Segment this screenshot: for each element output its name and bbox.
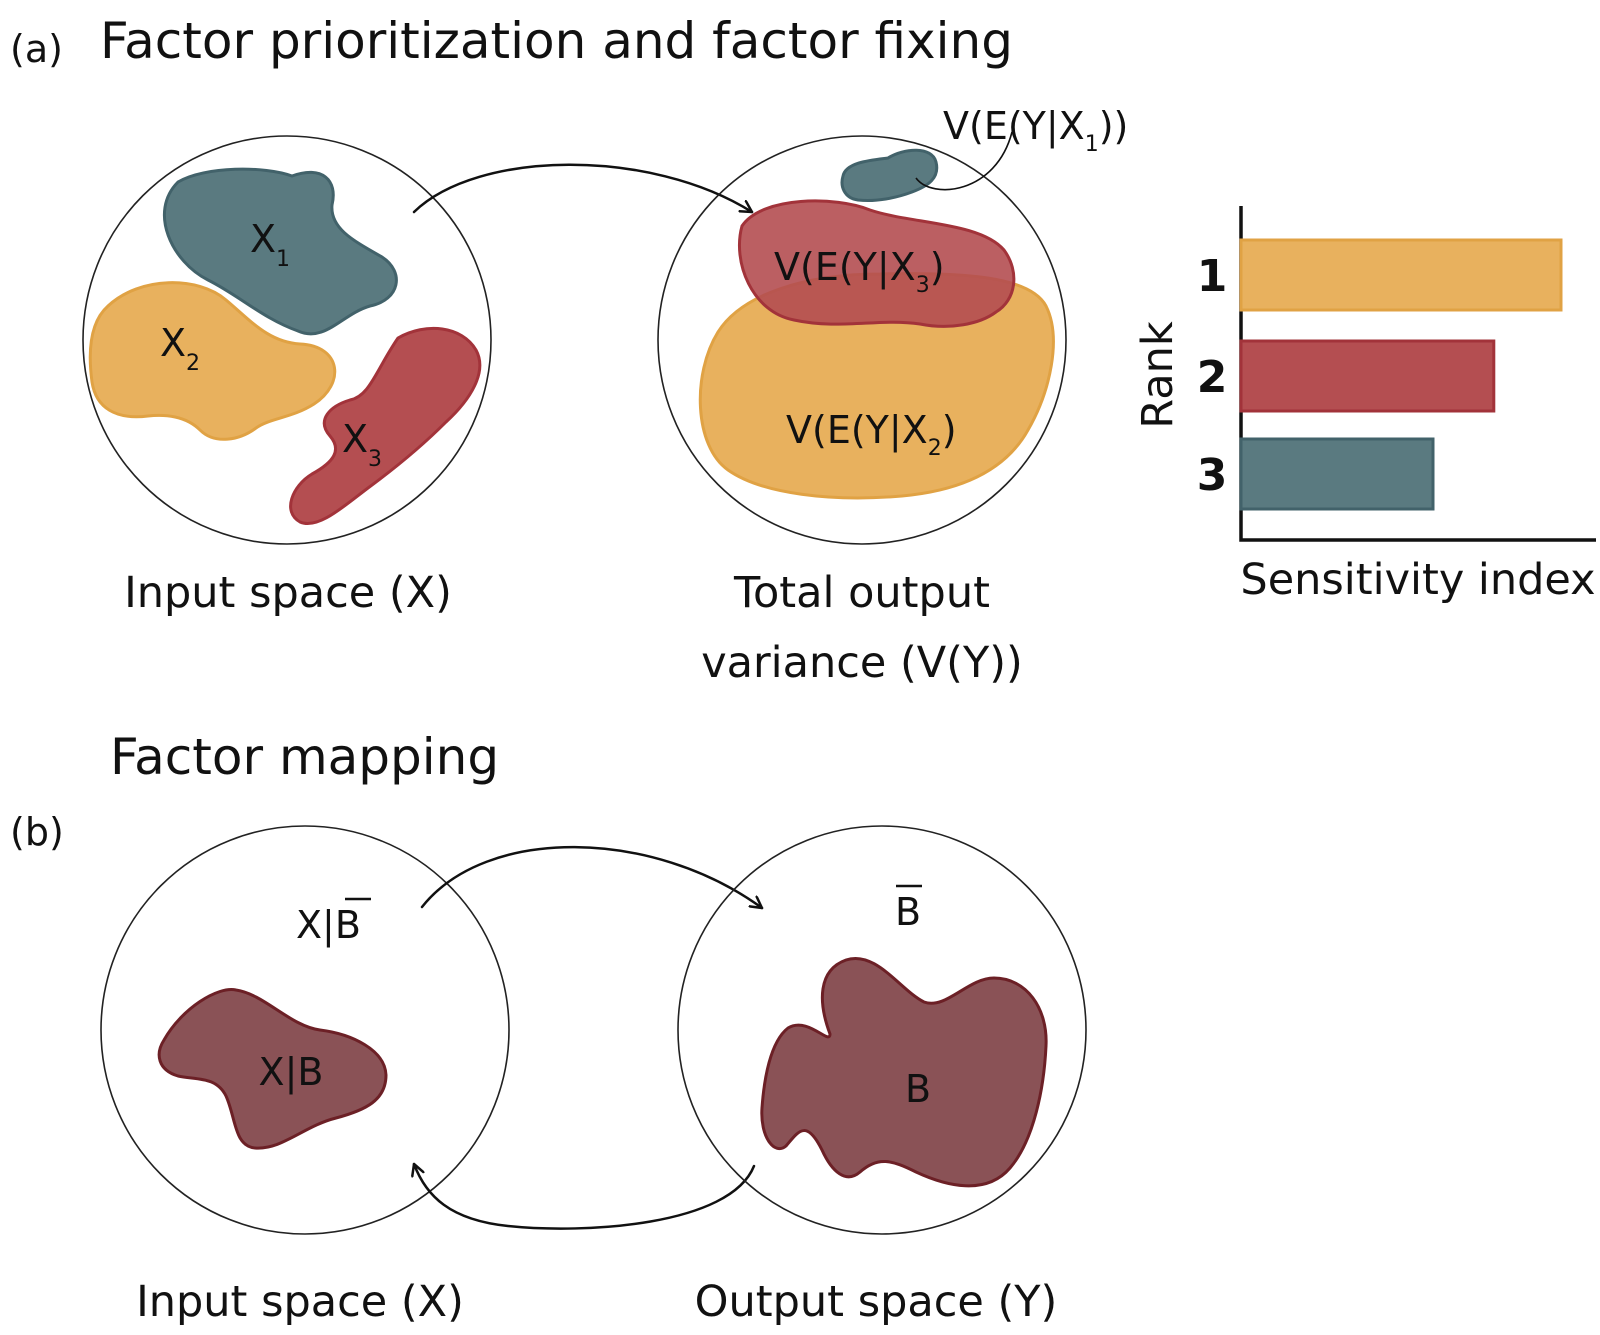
output-variance-circle bbox=[657, 135, 1067, 545]
ranking-chart-axes bbox=[1239, 206, 1596, 542]
x-given-b-label: X|B bbox=[259, 1050, 324, 1095]
rank-tick-label-2: 2 bbox=[1197, 352, 1228, 403]
x-given-b-region bbox=[157, 988, 388, 1150]
mapping-arrow-backward bbox=[414, 1162, 756, 1230]
b-label: B bbox=[905, 1067, 931, 1111]
variance-x3-region bbox=[737, 199, 1016, 328]
rank-tick-label-1: 1 bbox=[1197, 251, 1228, 302]
rank-bar-1 bbox=[1239, 238, 1563, 312]
input-space-caption-b: Input space (X) bbox=[136, 1277, 464, 1327]
factor-x3-region bbox=[289, 326, 482, 525]
mapping-arrow-a bbox=[412, 163, 754, 214]
output-space-caption: Output space (Y) bbox=[695, 1277, 1058, 1327]
rank-bar-2 bbox=[1239, 339, 1496, 413]
ranking-chart: Rank Sensitivity index 1 2 3 bbox=[1133, 206, 1596, 605]
factor-x1-label: X1 bbox=[250, 217, 290, 272]
variance-x2-label: V(E(Y|X2) bbox=[786, 408, 957, 461]
variance-x1-label: V(E(Y|X1)) bbox=[943, 104, 1128, 157]
output-caption-line1: Total output bbox=[733, 568, 990, 618]
panel-b-label: (b) bbox=[10, 810, 64, 854]
b-region bbox=[760, 956, 1048, 1188]
factor-x3-label: X3 bbox=[342, 417, 382, 472]
not-b-symbol: B bbox=[335, 903, 361, 947]
ranking-chart-ylabel: Rank bbox=[1133, 321, 1183, 429]
not-b-label: B bbox=[895, 890, 921, 934]
output-space-circle bbox=[677, 825, 1087, 1235]
factor-x2-region bbox=[88, 281, 337, 441]
input-space-circle-b bbox=[100, 825, 510, 1235]
rank-bar-3 bbox=[1239, 437, 1435, 511]
rank-tick-label-3: 3 bbox=[1197, 450, 1228, 501]
variance-x1-region bbox=[840, 148, 939, 202]
variance-x1-leader bbox=[915, 131, 1013, 191]
factor-x2-label: X2 bbox=[160, 321, 200, 376]
ranking-bars: 1 2 3 bbox=[1197, 238, 1563, 511]
x-given-not-b-label: X|B bbox=[296, 903, 361, 948]
variance-x3-label: V(E(Y|X3) bbox=[774, 245, 945, 298]
panel-b-title: Factor mapping bbox=[110, 728, 499, 786]
panel-a-label: (a) bbox=[10, 27, 63, 71]
input-space-circle-a bbox=[82, 135, 492, 545]
ranking-chart-xlabel: Sensitivity index bbox=[1240, 555, 1595, 605]
output-caption-line2: variance (V(Y)) bbox=[701, 638, 1023, 688]
factor-x1-region bbox=[162, 167, 398, 336]
panel-a-title: Factor prioritization and factor fixing bbox=[100, 12, 1013, 70]
input-space-caption-a: Input space (X) bbox=[124, 568, 452, 618]
mapping-arrow-forward bbox=[420, 845, 764, 910]
